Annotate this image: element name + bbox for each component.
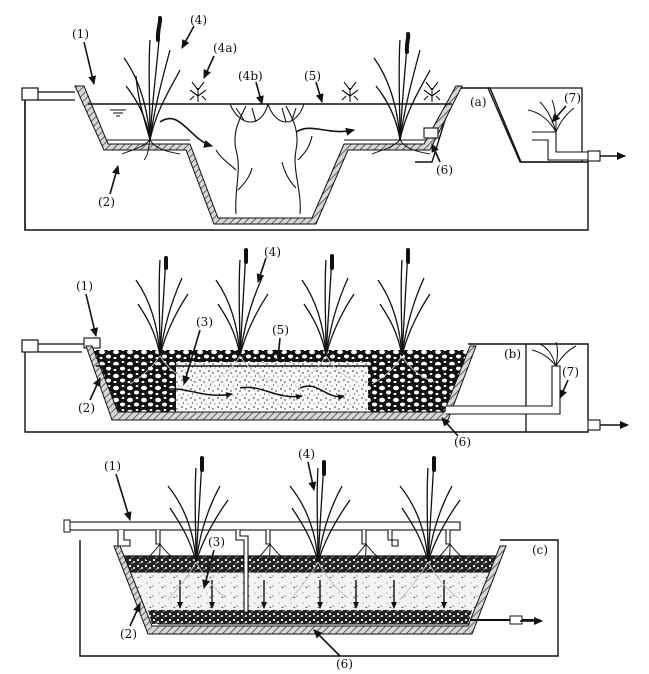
label-media-b: (3) — [196, 315, 213, 329]
label-level-control-b: (7) — [562, 365, 579, 379]
panel-tag-c: (c) — [532, 543, 548, 557]
labels-b: (1) (4) (3) (5) (2) (6) (7) (b) — [76, 245, 579, 449]
label-outlet-pipe-a: (6) — [436, 163, 453, 177]
liner-c — [113, 545, 507, 635]
liner-b — [85, 345, 477, 421]
label-emergent-a: (4) — [190, 13, 207, 27]
label-liner-a: (2) — [98, 195, 115, 209]
label-emergent-b: (4) — [264, 245, 281, 259]
label-inlet-a: (1) — [72, 27, 89, 41]
inlet-pipe-b — [21, 339, 39, 353]
panel-a: (1) (4) (4a) (4b) (5) (2) (6) (7) (a) — [21, 13, 626, 231]
panel-b: (1) (4) (3) (5) (2) (6) (7) (b) — [21, 245, 629, 449]
label-water-surface-a: (5) — [304, 69, 321, 83]
emergent-plant-a-right — [373, 33, 431, 141]
liner-a — [74, 85, 463, 225]
distribution-pipe-c — [67, 521, 461, 531]
label-liner-c: (2) — [120, 627, 137, 641]
label-floating-a: (4a) — [213, 41, 237, 55]
panel-c: (1) (4) (3) (2) (6) (c) — [63, 447, 559, 671]
emergent-plants-b — [135, 249, 431, 357]
label-level-control-a: (7) — [564, 91, 581, 105]
label-inlet-b: (1) — [76, 279, 93, 293]
submerged-plants-a — [215, 103, 313, 215]
label-water-level-b: (5) — [272, 323, 289, 337]
emergent-plant-a-left — [123, 25, 181, 141]
panel-tag-a: (a) — [470, 95, 487, 109]
label-drain-c: (6) — [336, 657, 353, 671]
panel-tag-b: (b) — [504, 347, 521, 361]
media-top-gravel-c — [122, 556, 498, 572]
level-control-pipe-a — [532, 131, 591, 161]
labels-a: (1) (4) (4a) (4b) (5) (2) (6) (7) (a) — [72, 13, 581, 209]
label-inlet-c: (1) — [104, 459, 121, 473]
floating-plants-a — [189, 81, 441, 102]
panel-c-outline — [79, 539, 559, 657]
label-liner-b: (2) — [78, 401, 95, 415]
inlet-pipe-a — [21, 87, 39, 101]
label-outlet-pipe-b: (6) — [454, 435, 471, 449]
outlet-pipe-a — [423, 127, 439, 139]
labels-c: (1) (4) (3) (2) (6) (c) — [104, 447, 548, 671]
label-submerged-a: (4b) — [238, 69, 263, 83]
panel-b-outline — [24, 343, 589, 433]
label-media-c: (3) — [208, 535, 225, 549]
label-emergent-c: (4) — [298, 447, 315, 461]
